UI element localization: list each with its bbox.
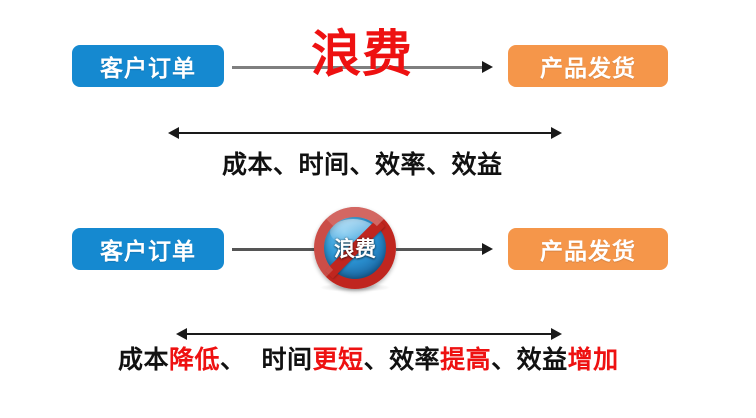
bottom-waste-label: 浪费 xyxy=(334,238,376,261)
bottom-metrics-caption: 成本降低、时间更短、效率提高、效益增加 xyxy=(118,340,619,376)
top-waste-word: 浪费 xyxy=(311,26,413,82)
bottom-caption-segments: 成本降低、时间更短、效率提高、效益增加 xyxy=(118,346,619,374)
top-metrics-arrow-right-icon xyxy=(551,127,562,139)
badge-ring xyxy=(314,207,396,289)
top-source-box[interactable]: 客户订单 xyxy=(72,45,224,87)
caption-segment-10: 效益 xyxy=(516,346,568,374)
bottom-metrics-arrow-right-icon xyxy=(551,328,562,340)
top-target-label: 产品发货 xyxy=(540,55,636,81)
caption-segment-1: 降低 xyxy=(169,346,221,374)
caption-segment-9: 、 xyxy=(491,346,517,374)
top-metrics-arrow-left-icon xyxy=(168,127,179,139)
top-target-box[interactable]: 产品发货 xyxy=(508,45,668,87)
bottom-metrics-arrow-line xyxy=(186,333,552,335)
top-metrics-arrow-line xyxy=(178,132,552,134)
caption-segment-7: 效率 xyxy=(389,346,441,374)
caption-segment-5: 更短 xyxy=(312,346,364,374)
bottom-connector-line-left xyxy=(232,248,324,251)
bottom-target-label: 产品发货 xyxy=(540,238,636,264)
bottom-source-box[interactable]: 客户订单 xyxy=(72,228,224,270)
caption-segment-6: 、 xyxy=(363,346,390,374)
bottom-connector-line-right xyxy=(396,248,484,251)
caption-segment-0: 成本 xyxy=(118,346,170,374)
top-source-label: 客户订单 xyxy=(100,55,196,81)
no-entry-icon: 浪费 xyxy=(314,207,396,292)
caption-segment-4: 时间 xyxy=(261,346,313,374)
caption-segment-2: 、 xyxy=(220,346,246,374)
bottom-target-box[interactable]: 产品发货 xyxy=(508,228,668,270)
bottom-metrics-arrow-left-icon xyxy=(176,328,187,340)
bottom-arrow-right-icon xyxy=(482,243,493,255)
top-arrow-right-icon xyxy=(482,61,493,73)
top-connector-line xyxy=(232,66,482,69)
caption-segment-8: 提高 xyxy=(440,346,492,374)
bottom-source-label: 客户订单 xyxy=(100,238,196,264)
top-metrics-caption: 成本、时间、效率、效益 xyxy=(222,151,503,179)
caption-segment-11: 增加 xyxy=(567,346,619,374)
